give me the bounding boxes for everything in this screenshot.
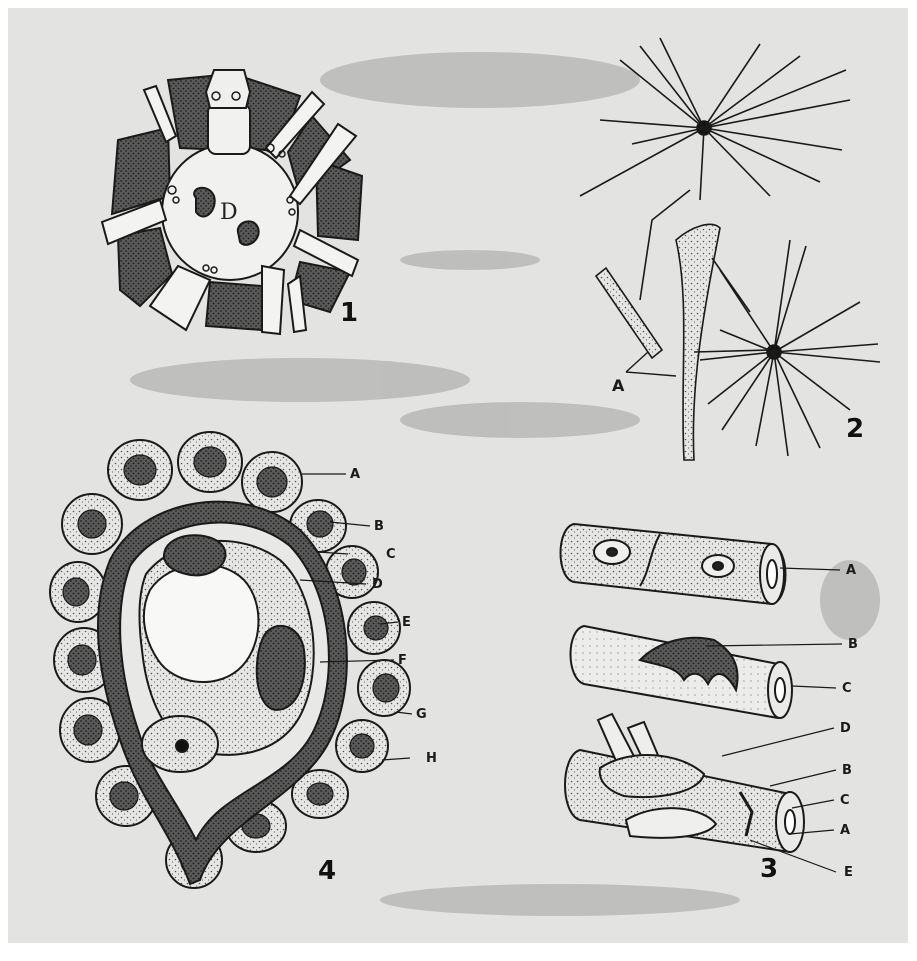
panel-4-label-a: A <box>350 468 360 481</box>
panel-1-inner-label: D <box>220 200 238 225</box>
panel-2-label-a: A <box>612 378 624 394</box>
panel-4-label-b: B <box>374 520 384 533</box>
panel-4-label-h: H <box>426 752 437 765</box>
panel-3-label-c-middle: C <box>842 682 852 695</box>
panel-3-label-a-bottom: A <box>840 824 850 837</box>
panel-4-number: 4 <box>318 858 336 884</box>
panel-4-label-e: E <box>402 616 411 629</box>
panel-3-label-c-bottom: C <box>840 794 850 807</box>
panel-4-label-c: C <box>386 548 396 561</box>
panel-4-label-d: D <box>372 578 383 591</box>
panel-3-label-b-bottom: B <box>842 764 852 777</box>
panel-1-number: 1 <box>340 300 358 326</box>
panel-3-label-a-top: A <box>846 564 856 577</box>
panel-4-label-g: G <box>416 708 427 721</box>
panel-3-label-e: E <box>844 866 853 879</box>
panel-3-label-b-middle: B <box>848 638 858 651</box>
panel-3-number: 3 <box>760 856 778 882</box>
panel-3-label-d: D <box>840 722 851 735</box>
panel-2-number: 2 <box>846 416 864 442</box>
panel-4-label-f: F <box>398 654 407 667</box>
